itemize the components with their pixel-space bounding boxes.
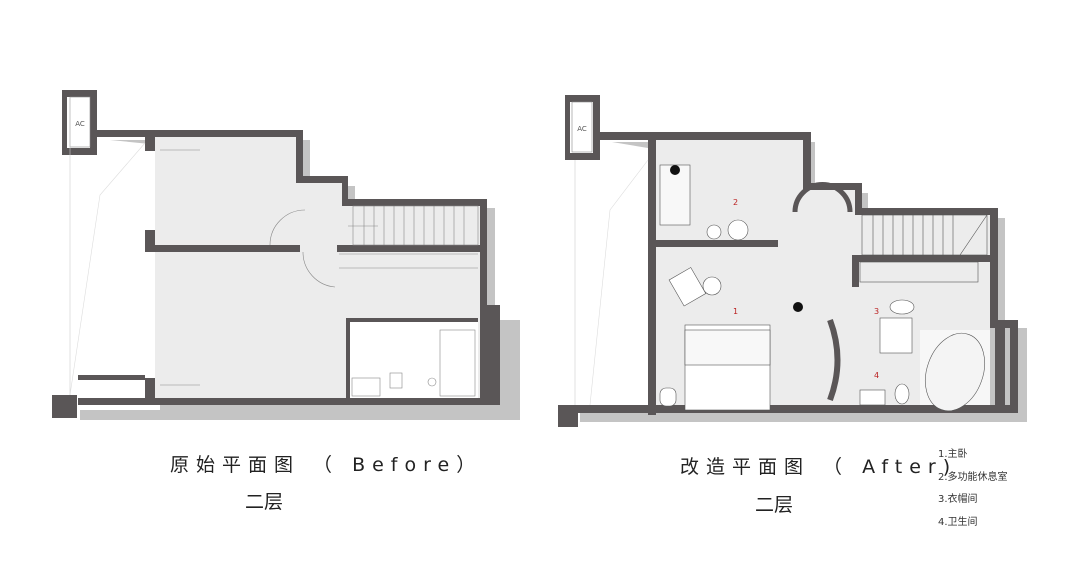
before-walls [52, 90, 500, 418]
after-balcony-line [589, 159, 649, 406]
curved-wall [827, 318, 841, 402]
after-ac-label: AC [577, 125, 587, 133]
room-numbers: 1 2 3 4 [733, 198, 879, 380]
room-number-4: 4 [874, 371, 879, 380]
legend-item: 1.主卧 [938, 449, 968, 460]
legend-item: 2.多功能休息室 [938, 471, 1008, 483]
after-furniture [659, 164, 988, 412]
sink [859, 389, 886, 406]
legend-item: 4.卫生间 [938, 516, 978, 528]
stool [706, 224, 722, 240]
nightstand [659, 387, 677, 407]
person-figure [670, 165, 680, 175]
room-legend: 1.主卧 2.多功能休息室 3.衣帽间 4.卫生间 [938, 444, 1008, 534]
before-ac-label: AC [75, 120, 85, 128]
toilet [894, 383, 910, 405]
lounge-chair [668, 267, 707, 307]
stair-treads [872, 215, 954, 255]
person-figure [793, 302, 803, 312]
bed-duvet [684, 329, 771, 366]
wardrobe [859, 261, 979, 283]
before-bathroom [349, 322, 478, 398]
stair-diagonal [959, 214, 988, 256]
legend-item: 3.衣帽间 [938, 494, 978, 505]
armchair [727, 219, 749, 241]
stairs [861, 214, 988, 256]
after-plan: AC 1 2 3 [558, 95, 1027, 427]
before-title: 原始平面图 （ Before） [170, 454, 483, 476]
side-table [702, 276, 722, 296]
after-walls [558, 95, 1018, 427]
room-number-3: 3 [874, 307, 879, 316]
before-plan: AC [52, 90, 520, 420]
curved-wall [792, 182, 853, 213]
after-floor-label: 二层 [755, 494, 794, 516]
ottoman [889, 299, 915, 315]
before-balcony-line [69, 142, 146, 396]
before-stairs-and-fixtures [160, 149, 479, 397]
bathtub [925, 332, 985, 412]
after-title: 改造平面图 （ After) [680, 456, 958, 478]
washer [879, 317, 913, 354]
room-number-2: 2 [733, 198, 738, 207]
before-floor-label: 二层 [245, 491, 284, 513]
after-ac-unit [571, 101, 593, 153]
room-number-1: 1 [733, 307, 738, 316]
